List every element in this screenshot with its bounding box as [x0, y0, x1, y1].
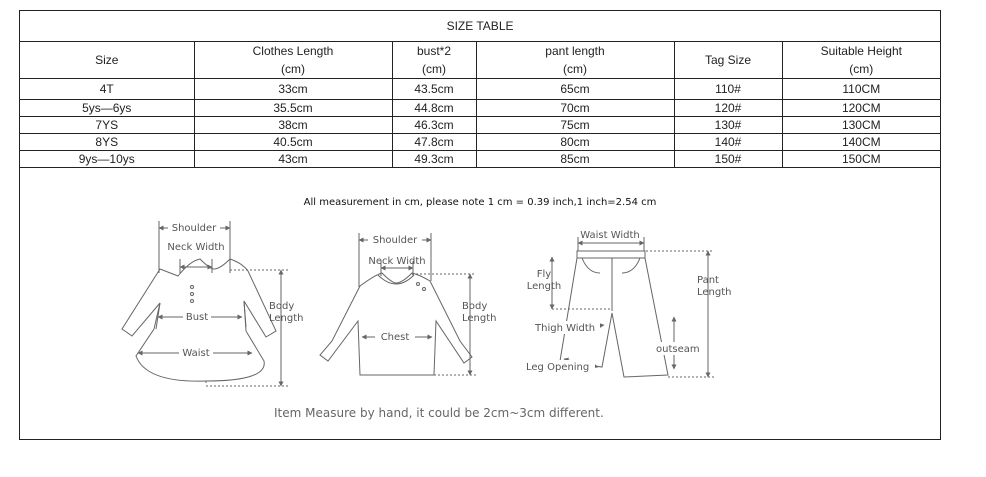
pants-outseam-label: outseam: [656, 344, 700, 355]
cell: 9ys—10ys: [20, 150, 195, 168]
size-chart-frame: SIZE TABLE Size Clothes Length(cm) bust*…: [19, 10, 941, 440]
cell: 35.5cm: [193, 99, 393, 117]
shirt-body-label: Body: [462, 301, 487, 312]
cell: 130CM: [781, 116, 941, 134]
size-table: SIZE TABLE Size Clothes Length(cm) bust*…: [20, 11, 941, 168]
cell: 85cm: [475, 150, 675, 168]
shirt-illustration: [319, 272, 473, 376]
table-row: 7YS 38cm 46.3cm 75cm 130# 130CM: [20, 116, 941, 134]
cell: 150CM: [781, 150, 941, 168]
cell: 65cm: [475, 78, 675, 100]
cell: 49.3cm: [391, 150, 477, 168]
pants-thigh-width-label: Thigh Width: [534, 323, 595, 334]
header-size: Size: [20, 41, 195, 79]
pants-fly-label: Fly: [537, 269, 552, 280]
shirt-neck-width-label: Neck Width: [368, 256, 425, 267]
dress-waist-label: Waist: [182, 348, 209, 359]
table-row: 9ys—10ys 43cm 49.3cm 85cm 150# 150CM: [20, 150, 941, 168]
shirt-dimension-lines: [358, 233, 476, 376]
cell: 43.5cm: [391, 78, 477, 100]
cell: 110CM: [781, 78, 941, 100]
dress-length-label: Length: [269, 313, 304, 324]
cell: 150#: [673, 150, 783, 168]
pants-waist-width-label: Waist Width: [580, 230, 640, 241]
dress-neck-width-label: Neck Width: [167, 242, 224, 253]
table-row: 5ys—6ys 35.5cm 44.8cm 70cm 120# 120CM: [20, 99, 941, 117]
disclaimer-text: Item Measure by hand, it could be 2cm~3c…: [274, 406, 604, 420]
dress-body-label: Body: [269, 301, 294, 312]
header-suitable-height: Suitable Height(cm): [781, 41, 941, 79]
cell: 5ys—6ys: [20, 99, 195, 117]
header-bust: bust*2(cm): [391, 41, 477, 79]
table-title: SIZE TABLE: [20, 11, 941, 42]
shirt-shoulder-label: Shoulder: [373, 235, 418, 246]
table-row: 4T 33cm 43.5cm 65cm 110# 110CM: [20, 78, 941, 100]
header-pant-length: pant length(cm): [475, 41, 675, 79]
cell: 46.3cm: [391, 116, 477, 134]
pants-illustration: [559, 250, 669, 378]
table-header-row: Size Clothes Length(cm) bust*2(cm) pant …: [20, 41, 941, 79]
measurement-note: All measurement in cm, please note 1 cm …: [303, 197, 657, 208]
pants-pant-label: Pant: [697, 275, 719, 286]
shirt-length-label: Length: [462, 313, 497, 324]
pants-length-label: Length: [697, 287, 732, 298]
shirt-chest-label: Chest: [381, 332, 410, 343]
dress-shoulder-label: Shoulder: [172, 223, 217, 234]
cell: 43cm: [193, 150, 393, 168]
dress-bust-label: Bust: [186, 312, 208, 323]
pants-leg-opening-label: Leg Opening: [526, 362, 589, 373]
measurement-diagrams: Shoulder Neck Width Bust Waist Body Leng…: [121, 221, 732, 387]
header-tag-size: Tag Size: [673, 41, 783, 79]
cell: 130#: [673, 116, 783, 134]
pants-fly-length-label: Length: [527, 281, 562, 292]
